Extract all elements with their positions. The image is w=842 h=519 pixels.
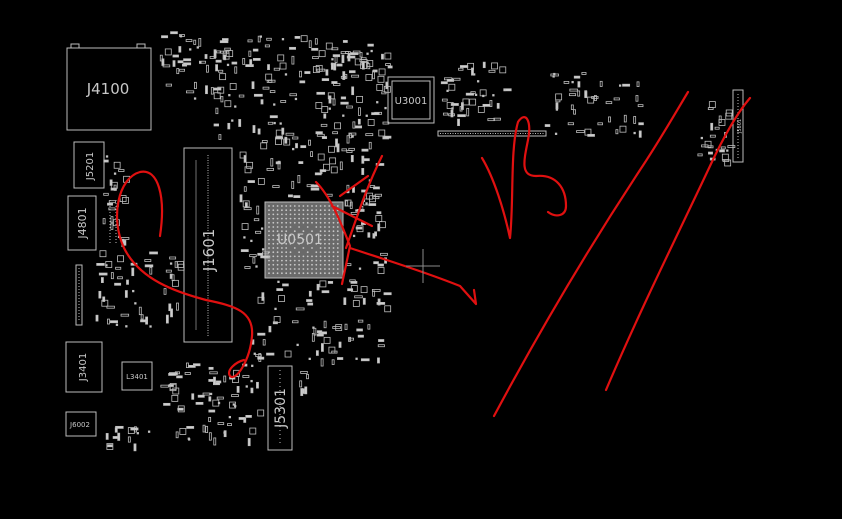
label-l3401: L3401 [126,373,148,381]
label-u0501: U0501 [277,232,323,248]
bga-ball-grid [268,205,339,275]
component-j1601[interactable]: J1601 [183,147,233,343]
ink-stroke-diag-2 [604,96,752,392]
label-j3401: J3401 [78,353,89,382]
crosshair-icon [406,249,440,283]
component-j5201[interactable]: J5201 [73,141,105,189]
passive-components [95,31,736,452]
label-j4801: J4801 [76,207,89,239]
ink-stroke-b [480,116,568,240]
component-j3401[interactable]: J3401 [65,341,103,393]
component-header-strip[interactable] [437,130,547,137]
component-j4100[interactable]: J4100 [66,43,152,131]
component-j5801[interactable]: J5801 [732,89,744,163]
ink-stroke-left-loop [116,170,254,379]
label-j6002: J6002 [69,421,90,429]
component-j6002[interactable]: J6002 [65,411,97,437]
label-j5201: J5201 [85,152,96,181]
ink-annotations [116,90,752,418]
component-l3401[interactable]: L3401 [121,361,153,391]
label-j4100: J4100 [86,80,130,98]
ink-stroke-checkmark [314,154,478,306]
component-left-strip[interactable] [75,264,83,326]
component-u3001[interactable]: U3001 [387,76,435,124]
component-j4801[interactable]: J4801 [67,195,117,251]
label-j5301: J5301 [273,388,289,429]
label-u3001: U3001 [395,96,428,107]
ink-stroke-diag-1 [492,90,690,418]
component-j5301[interactable]: J5301 [267,365,293,451]
label-j1601: J1601 [200,229,218,273]
label-j5801: J5801 [737,119,743,134]
ink-stroke-cross [330,174,374,228]
component-u0501[interactable]: U0501 [264,201,344,279]
